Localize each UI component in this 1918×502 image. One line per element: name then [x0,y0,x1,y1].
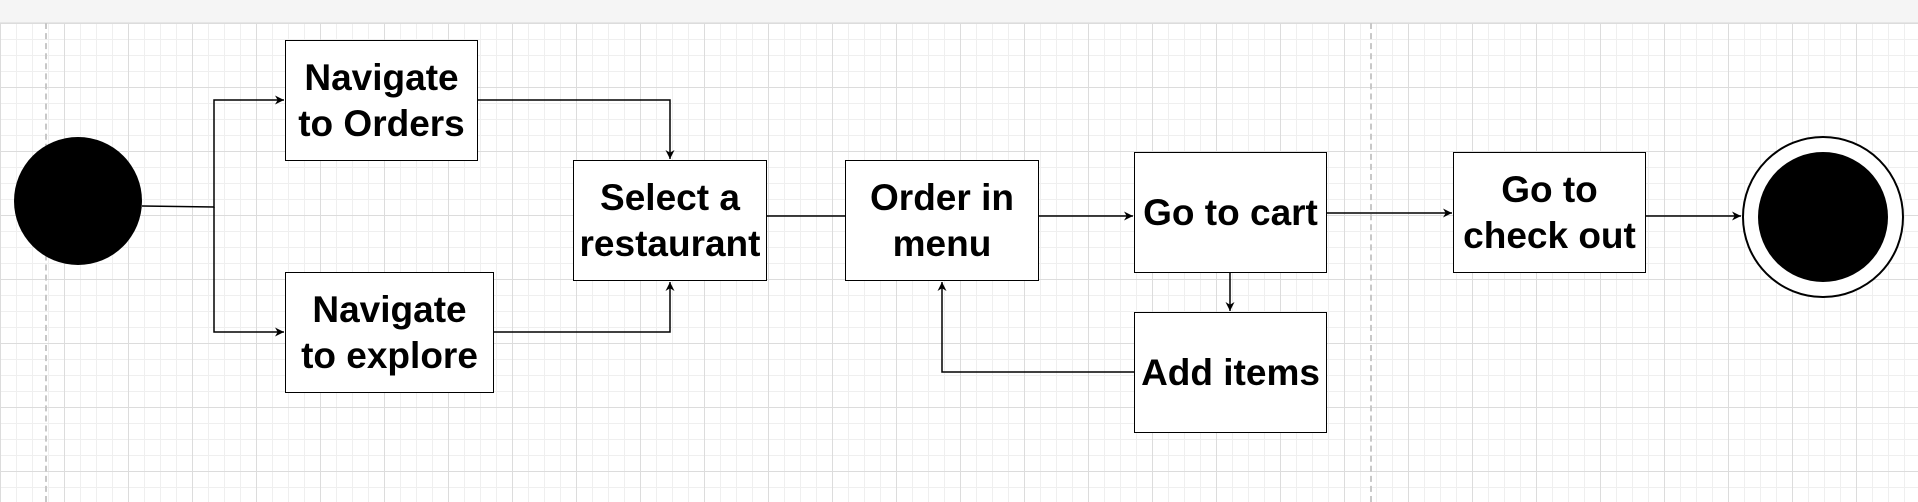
initial-node[interactable] [14,137,142,265]
navigate-to-orders-node[interactable]: Navigate to Orders [285,40,478,161]
final-node[interactable] [1742,136,1904,298]
final-node-core [1758,152,1888,282]
page-boundary-guide-left [45,23,47,502]
go-to-cart-node[interactable]: Go to cart [1134,152,1327,273]
page-boundary-guide-right [1370,23,1372,502]
edge-navigate-explore-to-select-restaurant[interactable] [494,282,675,333]
edge-navigate-orders-to-select-restaurant[interactable] [478,99,675,159]
add-items-node[interactable]: Add items [1134,312,1327,433]
edge-start-to-navigate-orders[interactable] [141,95,284,208]
navigate-to-explore-node[interactable]: Navigate to explore [285,272,494,393]
edge-start-to-navigate-explore[interactable] [213,207,284,337]
select-restaurant-node[interactable]: Select a restaurant [573,160,767,281]
go-to-checkout-node[interactable]: Go to check out [1453,152,1646,273]
editor-top-bar [0,0,1918,23]
order-in-menu-node[interactable]: Order in menu [845,160,1039,281]
edge-add-items-to-order-menu[interactable] [937,282,1134,373]
